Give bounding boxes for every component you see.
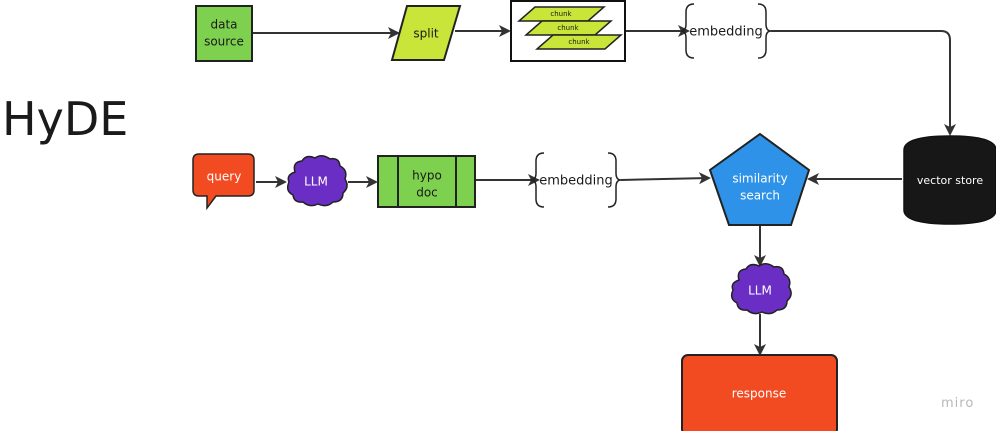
edges <box>253 25 956 356</box>
node-vector-store[interactable]: vector store <box>903 135 996 225</box>
node-chunks[interactable]: chunk chunk chunk <box>510 0 626 62</box>
node-hypo-doc[interactable]: hypo doc <box>377 155 476 208</box>
node-response[interactable]: response <box>681 354 838 431</box>
hypo-doc-label-line1: hypo <box>412 169 442 183</box>
node-query[interactable]: query <box>192 153 255 211</box>
edge-embedding-to-vector-store[interactable] <box>771 30 956 136</box>
diagram-title: HyDE <box>2 92 129 146</box>
chunk-item-2: chunk <box>524 20 613 36</box>
similarity-search-label-line1: similarity <box>732 172 787 186</box>
data-source-label-line2: source <box>204 35 244 49</box>
hypo-doc-label-line2: doc <box>416 186 438 200</box>
similarity-search-label-line2: search <box>740 189 780 203</box>
left-brace-icon <box>680 3 695 59</box>
svg-text:chunk: chunk <box>568 38 590 46</box>
node-llm-1[interactable]: LLM <box>286 155 348 207</box>
right-brace-icon <box>607 152 622 208</box>
response-label: response <box>732 387 787 401</box>
embedding-top-label: embedding <box>689 25 763 40</box>
edge-embedding-to-similarity[interactable] <box>620 172 711 185</box>
node-embedding-top[interactable]: embedding <box>680 3 772 59</box>
llm-1-label: LLM <box>304 175 328 189</box>
right-brace-icon <box>757 3 772 59</box>
query-label: query <box>207 170 242 184</box>
svg-text:chunk: chunk <box>557 24 579 32</box>
node-llm-2[interactable]: LLM <box>730 263 792 315</box>
node-embedding-bottom[interactable]: embedding <box>530 152 622 208</box>
embedding-bottom-label: embedding <box>539 174 613 189</box>
vector-store-label: vector store <box>917 174 983 187</box>
miro-watermark: miro <box>941 396 975 411</box>
data-source-label-line1: data <box>210 18 237 32</box>
chunk-item-1: chunk <box>517 6 606 22</box>
left-brace-icon <box>530 152 545 208</box>
node-similarity-search[interactable]: similarity search <box>708 132 811 226</box>
split-label: split <box>413 27 439 41</box>
chunk-item-3: chunk <box>535 34 623 50</box>
node-split[interactable]: split <box>390 5 462 61</box>
svg-text:chunk: chunk <box>550 10 572 18</box>
llm-2-label: LLM <box>748 284 772 298</box>
node-data-source[interactable]: data source <box>195 5 253 62</box>
